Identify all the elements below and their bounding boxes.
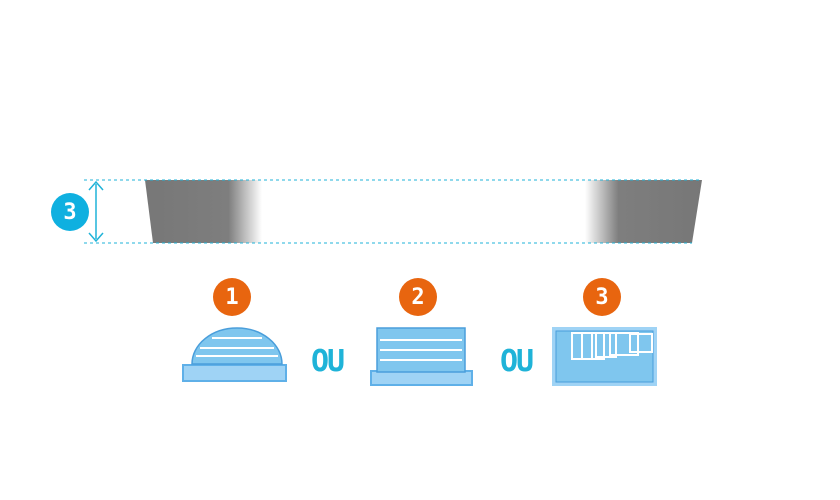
option-1-badge: 1: [213, 278, 251, 316]
option-2-badge: 2: [399, 278, 437, 316]
option-3-badge: 3: [583, 278, 621, 316]
pool-cross-section: [145, 180, 702, 243]
option-1-number: 1: [225, 284, 239, 310]
separator-ou-1: OU: [311, 344, 345, 379]
depth-number-badge: 3: [51, 193, 89, 231]
option-3-corner-staircase: [552, 327, 657, 386]
option-2-rectangular-staircase: [370, 327, 473, 386]
option-1-rounded-staircase: [182, 327, 287, 382]
option-2-number: 2: [411, 284, 425, 310]
option-3-number: 3: [595, 284, 609, 310]
depth-number: 3: [63, 199, 77, 225]
separator-ou-2: OU: [500, 344, 534, 379]
